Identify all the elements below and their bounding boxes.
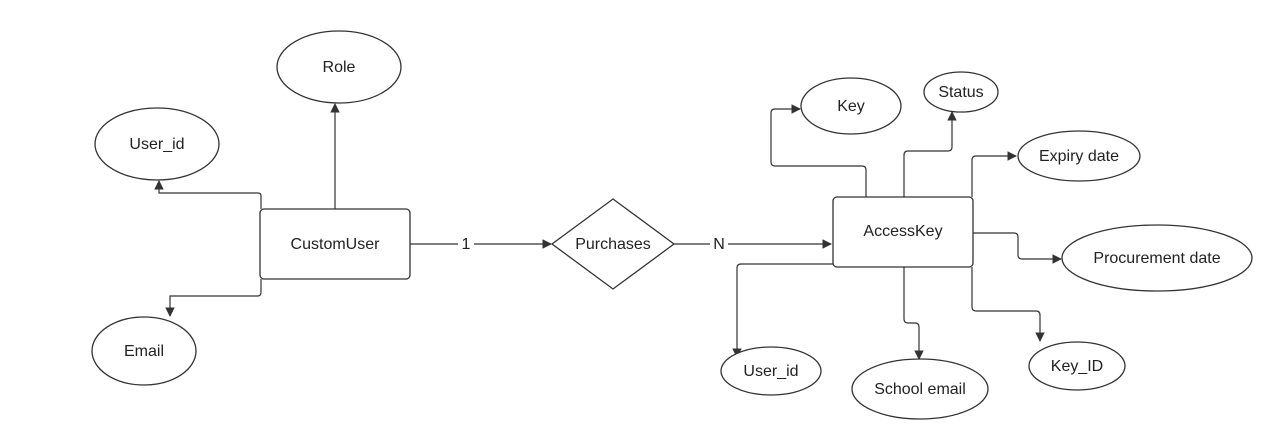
attribute-role[interactable]	[276, 30, 402, 104]
attribute-school-email-label: School email	[874, 381, 966, 398]
relationship-purchases-label: Purchases	[575, 236, 651, 253]
connector-accesskey-status	[903, 111, 957, 197]
attribute-userid-accesskey[interactable]	[720, 346, 822, 396]
entity-accesskey-label: AccessKey	[863, 223, 942, 240]
attribute-userid-accesskey-label: User_id	[743, 363, 798, 380]
attribute-email-label: Email	[124, 343, 164, 360]
cardinality-n-backing	[710, 233, 728, 253]
attribute-key-label: Key	[837, 98, 865, 115]
connector-accesskey-key	[770, 104, 867, 197]
cardinality-1-label: 1	[462, 236, 471, 253]
connector-accesskey-expiry	[971, 151, 1017, 197]
connector-customuser-email	[165, 279, 262, 317]
attribute-userid-customuser[interactable]	[94, 107, 220, 181]
attribute-key-id[interactable]	[1028, 341, 1126, 391]
attribute-expiry-date[interactable]	[1017, 130, 1141, 182]
attribute-school-email[interactable]	[851, 358, 989, 420]
connector-accesskey-schoolemail	[903, 267, 924, 360]
attribute-status[interactable]	[923, 71, 999, 113]
attribute-key[interactable]	[800, 77, 902, 135]
attribute-role-label: Role	[323, 59, 356, 76]
connector-customuser-userid	[154, 180, 262, 209]
connector-accesskey-keyid	[971, 267, 1045, 342]
entity-customuser[interactable]	[259, 208, 411, 280]
attribute-status-label: Status	[938, 84, 983, 101]
attribute-userid-customuser-label: User_id	[129, 136, 184, 153]
attribute-expiry-date-label: Expiry date	[1039, 148, 1119, 165]
attribute-procurement-date[interactable]	[1061, 224, 1253, 292]
entity-accesskey[interactable]	[832, 196, 974, 268]
connector-accesskey-userid	[732, 263, 833, 358]
attribute-email[interactable]	[91, 316, 197, 386]
entity-customuser-label: CustomUser	[291, 236, 381, 253]
cardinality-1-backing	[458, 233, 474, 253]
relationship-purchases[interactable]	[550, 198, 676, 290]
attribute-key-id-label: Key_ID	[1051, 358, 1103, 375]
cardinality-n-label: N	[713, 236, 725, 253]
attribute-procurement-date-label: Procurement date	[1093, 250, 1220, 267]
connector-accesskey-procurement	[973, 232, 1062, 264]
